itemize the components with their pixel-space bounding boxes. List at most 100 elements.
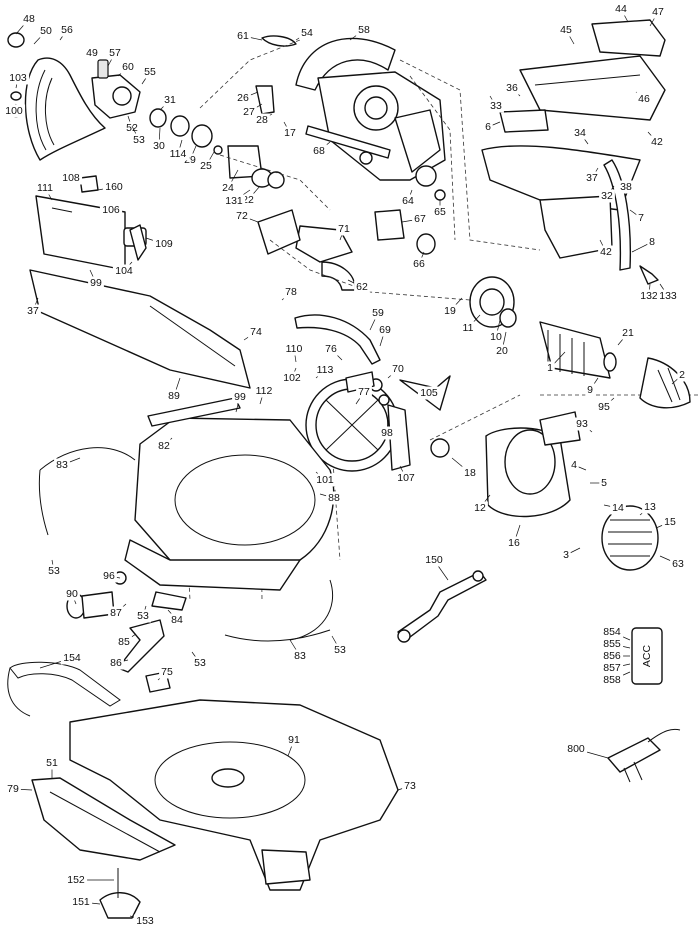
- callout-bg-13: [642, 500, 658, 514]
- callout-bg-91: [286, 733, 302, 747]
- callout-82: 82: [158, 440, 170, 452]
- callout-2: 2: [679, 369, 685, 381]
- callout-bg-11: [460, 321, 476, 335]
- callout-bg-45: [558, 23, 574, 37]
- callout-106: 106: [102, 204, 120, 216]
- callout-3: 3: [563, 549, 569, 561]
- callout-8: 8: [649, 236, 655, 248]
- callout-bg-37: [584, 171, 600, 185]
- callout-105: 105: [420, 387, 438, 399]
- callout-bg-50: [38, 24, 54, 38]
- callout-10: 10: [490, 331, 502, 343]
- callout-bg-87: [108, 606, 124, 620]
- callout-bg-53: [131, 133, 147, 147]
- arbor-parts: [149, 85, 285, 189]
- callout-53: 53: [137, 610, 149, 622]
- callout-bg-152: [64, 873, 88, 887]
- callout-bg-2: [677, 368, 687, 382]
- callout-bg-53: [192, 656, 208, 670]
- callout-86: 86: [110, 657, 122, 669]
- callout-68: 68: [313, 145, 325, 157]
- callout-855: 855: [603, 638, 621, 650]
- callout-bg-31: [162, 93, 178, 107]
- callout-95: 95: [598, 401, 610, 413]
- callout-107: 107: [397, 472, 415, 484]
- callout-109: 109: [155, 238, 173, 250]
- callout-132: 132: [640, 290, 658, 302]
- callout-44: 44: [615, 3, 627, 15]
- callout-61: 61: [237, 30, 249, 42]
- callout-11: 11: [463, 322, 474, 334]
- callout-114: 114: [170, 148, 187, 160]
- callout-42: 42: [600, 246, 612, 258]
- callout-bg-83: [292, 649, 308, 663]
- callout-160: 160: [105, 181, 123, 193]
- callout-bg-10: [488, 330, 504, 344]
- callout-76: 76: [325, 343, 337, 355]
- callout-53: 53: [133, 134, 145, 146]
- callout-78: 78: [285, 286, 297, 298]
- callout-154: 154: [63, 652, 81, 664]
- callout-bg-49: [84, 46, 100, 60]
- callout-25: 25: [200, 160, 212, 172]
- callout-37: 37: [586, 172, 598, 184]
- callout-bg-132: [637, 289, 661, 303]
- callout-30: 30: [153, 140, 165, 152]
- callout-bg-53: [332, 643, 348, 657]
- callout-51: 51: [46, 757, 58, 769]
- callout-93: 93: [576, 418, 588, 430]
- callout-bg-34: [572, 126, 588, 140]
- callout-bg-95: [596, 400, 612, 414]
- callout-9: 9: [587, 384, 593, 396]
- callout-bg-17: [282, 126, 298, 140]
- callout-4: 4: [571, 459, 577, 471]
- callout-74: 74: [250, 326, 262, 338]
- turntable: [38, 397, 335, 642]
- callout-bg-38: [618, 180, 634, 194]
- callout-bg-30: [151, 139, 167, 153]
- callout-bg-98: [379, 426, 395, 440]
- callout-bg-99: [88, 276, 104, 290]
- callout-bg-86: [108, 656, 124, 670]
- callout-28: 28: [256, 114, 268, 126]
- callout-71: 71: [338, 223, 350, 235]
- callout-bg-854: [600, 625, 624, 639]
- callout-152: 152: [67, 874, 85, 886]
- callout-42: 42: [651, 136, 663, 148]
- callout-12: 12: [474, 502, 486, 514]
- callout-bg-112: [252, 384, 276, 398]
- callout-83: 83: [294, 650, 306, 662]
- callout-20: 20: [496, 345, 508, 357]
- callout-99: 99: [90, 277, 102, 289]
- callout-bg-65: [432, 205, 448, 219]
- callout-bg-67: [412, 212, 428, 226]
- bevel-assembly: [294, 314, 451, 472]
- callout-16: 16: [508, 537, 520, 549]
- callout-bg-48: [21, 12, 37, 26]
- callout-bg-72: [234, 209, 250, 223]
- callout-53: 53: [334, 644, 346, 656]
- callout-104: 104: [115, 265, 133, 277]
- callout-26: 26: [237, 92, 249, 104]
- callout-bg-82: [156, 439, 172, 453]
- callout-bg-24: [220, 181, 236, 195]
- callout-75: 75: [161, 666, 173, 678]
- callout-22: 22: [242, 194, 254, 206]
- callout-bg-101: [313, 473, 337, 487]
- callout-59: 59: [372, 307, 384, 319]
- callout-65: 65: [434, 206, 446, 218]
- callout-103: 103: [9, 72, 27, 84]
- callout-bg-855: [600, 637, 624, 651]
- callout-83: 83: [56, 459, 68, 471]
- callout-bg-104: [112, 264, 136, 278]
- callout-bg-36: [504, 81, 520, 95]
- callout-101: 101: [316, 474, 334, 486]
- callout-46: 46: [638, 93, 650, 105]
- callout-38: 38: [620, 181, 632, 193]
- callout-bg-20: [494, 344, 510, 358]
- callout-bg-96: [101, 569, 117, 583]
- callout-bg-52: [124, 121, 140, 135]
- upper-guard-housing: [261, 35, 446, 201]
- callout-153: 153: [136, 915, 154, 927]
- callout-bg-32: [599, 189, 615, 203]
